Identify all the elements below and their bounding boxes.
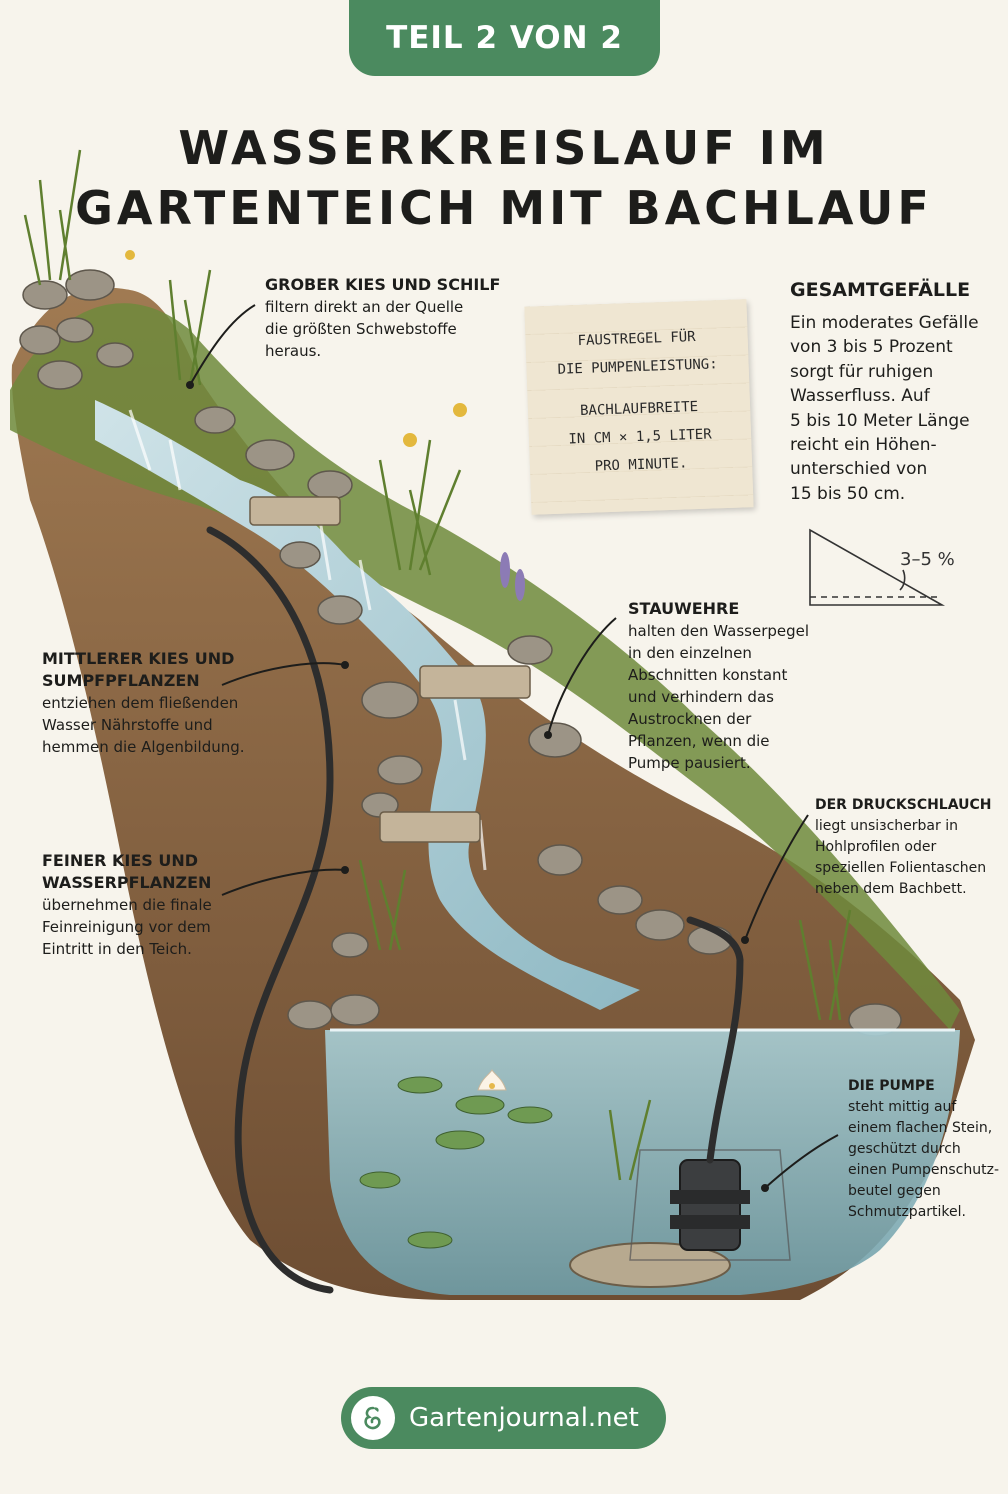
annotation-text-line: 15 bis 50 cm. <box>790 483 906 504</box>
annotation-text-line: Wasser Nährstoffe und <box>42 716 213 734</box>
pump-protection-bag <box>629 1149 791 1261</box>
annotation-text-line: einem flachen Stein, <box>848 1120 993 1136</box>
rule-of-thumb-note: FAUSTREGEL FÜR DIE PUMPENLEISTUNG: BACHL… <box>524 299 754 515</box>
reed-plants <box>23 149 852 1181</box>
annotation-text-line: sorgt für ruhigen <box>790 361 934 382</box>
annotation-text-line: Wasserfluss. Auf <box>790 386 930 407</box>
slope-label: 3–5 % <box>900 549 955 570</box>
pump-stone <box>569 1242 731 1288</box>
annotation-text-line: Schmutzpartikel. <box>848 1204 966 1220</box>
title-line-1: WASSERKREISLAUF IM <box>178 121 830 175</box>
weir-slab <box>419 665 531 699</box>
slope-diagram <box>809 528 946 606</box>
iris-flowers <box>125 250 467 447</box>
waterfall-foam <box>128 409 487 871</box>
part-badge: TEIL 2 VON 2 <box>349 0 660 76</box>
page-title: WASSERKREISLAUF IM GARTENTEICH MIT BACHL… <box>0 118 1008 238</box>
footer-brand-badge[interactable]: Gartenjournal.net <box>341 1387 666 1449</box>
annotation-heading: GESAMTGEFÄLLE <box>790 279 971 301</box>
annotation-text-line: speziellen Folientaschen <box>815 860 987 876</box>
annotation-text-line: Hohlprofilen oder <box>815 839 937 855</box>
annotation-text-line: reicht ein Höhen- <box>790 435 937 456</box>
annotation-heading: WASSERPFLANZEN <box>42 873 212 892</box>
annotation-heading: MITTLERER KIES UND <box>42 649 235 668</box>
leader-pumpe <box>764 1134 839 1189</box>
pressure-hose <box>206 526 744 1294</box>
annotation-text-line: neben dem Bachbett. <box>815 881 967 897</box>
annotation-text-line: heraus. <box>265 342 322 360</box>
leader-mittlerer-kies <box>221 662 346 686</box>
annotation-text-line: Pumpe pausiert. <box>628 754 751 772</box>
annotation-text-line: Eintritt in den Teich. <box>42 940 192 958</box>
annotation-text-line: filtern direkt an der Quelle <box>265 298 464 316</box>
annotation-grober-kies: GROBER KIES UND SCHILF filtern direkt an… <box>265 274 525 362</box>
annotation-text-line: geschützt durch <box>848 1141 961 1157</box>
footer-brand-text: Gartenjournal.net <box>409 1403 639 1433</box>
annotation-feiner-kies: FEINER KIES UND WASSERPFLANZEN übernehme… <box>42 850 272 960</box>
pump-icon <box>629 1149 791 1261</box>
annotation-text-line: Abschnitten konstant <box>628 666 788 684</box>
annotation-text-line: liegt unsiзcherbar in <box>815 818 958 834</box>
annotation-heading: DER DRUCKSCHLAUCH <box>815 797 992 813</box>
annotation-heading: SUMPFPFLANZEN <box>42 671 200 690</box>
stream-bed <box>95 400 640 1010</box>
annotation-text-line: 5 bis 10 Meter Länge <box>790 410 970 431</box>
leader-druckschlauch <box>744 814 809 941</box>
annotation-gesamtgefaelle: GESAMTGEFÄLLE Ein moderates Gefälle von … <box>790 277 1000 506</box>
weir-slab <box>379 811 481 843</box>
annotation-heading: FEINER KIES UND <box>42 851 199 870</box>
annotation-mittlerer-kies: MITTLERER KIES UND SUMPFPFLANZEN entzieh… <box>42 648 272 758</box>
annotation-text-line: in den einzelnen <box>628 644 752 662</box>
part-badge-label: TEIL 2 VON 2 <box>386 20 623 56</box>
title-line-2: GARTENTEICH MIT BACHLAUF <box>75 181 933 235</box>
annotation-text-line: Feinreinigung vor dem <box>42 918 211 936</box>
annotation-text-line: von 3 bis 5 Prozent <box>790 337 953 358</box>
weir-slab <box>249 496 341 526</box>
annotation-text-line: Austrocknen der <box>628 710 752 728</box>
gartenjournal-logo-icon <box>351 1396 395 1440</box>
lily-pads <box>359 1076 553 1249</box>
lavender-flowers <box>500 552 525 601</box>
annotation-heading: STAUWEHRE <box>628 599 740 618</box>
annotation-text-line: übernehmen die finale <box>42 896 212 914</box>
annotation-stauwehre: STAUWEHRE halten den Wasserpegel in den … <box>628 598 828 774</box>
water-lily-icon <box>477 1069 507 1091</box>
stream-stones <box>19 269 902 1037</box>
annotation-druckschlauch: DER DRUCKSCHLAUCH liegt unsiзcherbar in … <box>815 794 1005 900</box>
annotation-heading: GROBER KIES UND SCHILF <box>265 275 501 294</box>
annotation-pumpe: DIE PUMPE steht mittig auf einem flachen… <box>848 1075 1006 1223</box>
annotation-text-line: unterschied von <box>790 459 928 480</box>
annotation-text-line: beutel gegen <box>848 1183 941 1199</box>
leader-lines <box>189 304 839 1189</box>
annotation-text-line: Ein moderates Gefälle <box>790 313 979 333</box>
annotation-text-line: steht mittig auf <box>848 1099 957 1115</box>
leader-stauwehre <box>547 617 617 736</box>
weir-slabs <box>249 496 531 843</box>
annotation-text-line: halten den Wasserpegel <box>628 622 810 640</box>
annotation-text-line: die größten Schwebstoffe <box>265 320 457 338</box>
annotation-text-line: und verhindern das <box>628 688 774 706</box>
leader-grober-kies <box>189 304 256 386</box>
annotation-text-line: Pflanzen, wenn die <box>628 732 770 750</box>
annotation-text-line: entziehen dem fließenden <box>42 694 239 712</box>
leader-feiner-kies <box>221 868 346 896</box>
annotation-text-line: einen Pumpenschutz- <box>848 1162 1000 1178</box>
annotation-text-line: hemmen die Algenbildung. <box>42 738 245 756</box>
annotation-heading: DIE PUMPE <box>848 1078 935 1094</box>
